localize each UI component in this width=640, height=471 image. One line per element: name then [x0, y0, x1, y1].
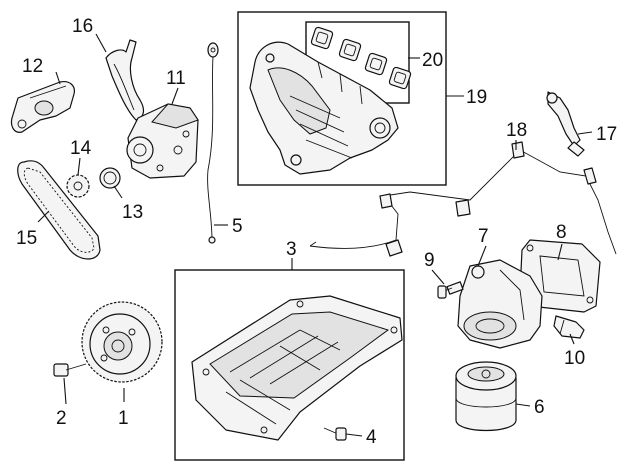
callout-13: 13 [122, 202, 143, 223]
callout-14: 14 [70, 138, 92, 159]
callout-8: 8 [556, 222, 567, 243]
callout-15: 15 [16, 228, 37, 249]
crankshaft-seal [99, 167, 121, 189]
callout-16: 16 [72, 16, 93, 37]
oil-level-sensor [546, 91, 585, 157]
adapter-bolt [437, 281, 464, 299]
callout-5: 5 [232, 216, 243, 237]
timing-chain-tensioner [10, 81, 75, 133]
callout-11: 11 [166, 68, 186, 89]
callout-3: 3 [286, 239, 297, 260]
callout-6: 6 [534, 397, 545, 418]
leader-lines [37, 33, 593, 437]
intake-manifold [249, 41, 399, 175]
callout-9: 9 [424, 250, 435, 271]
timing-chain [17, 160, 101, 260]
oil-pressure-switch [553, 315, 585, 339]
oil-pan [191, 295, 403, 441]
manifold-gasket-set [310, 26, 412, 90]
oil-pan-bolt [323, 427, 347, 441]
oil-filter [455, 361, 517, 432]
callout-12: 12 [22, 56, 43, 77]
oil-pump [126, 103, 199, 179]
timing-chain-guide [105, 39, 145, 121]
intake-manifold-box [237, 11, 447, 186]
oil-dipstick [207, 42, 219, 244]
callout-10: 10 [564, 348, 585, 369]
oil-pan-box [174, 269, 405, 461]
flywheel-bolt [53, 363, 87, 377]
crankshaft-sprocket [66, 174, 90, 198]
oil-filter-adapter [457, 259, 543, 349]
callout-1: 1 [118, 408, 129, 429]
callout-18: 18 [506, 120, 527, 141]
callout-7: 7 [478, 226, 489, 247]
flywheel [81, 301, 163, 383]
callout-2: 2 [56, 408, 67, 429]
callout-20: 20 [422, 50, 443, 71]
callout-17: 17 [596, 124, 617, 145]
callout-4: 4 [366, 427, 377, 448]
dipstick-tube [309, 141, 617, 257]
callouts: 1 2 3 4 5 6 7 8 9 10 11 12 13 14 15 16 1… [16, 16, 617, 448]
callout-19: 19 [466, 87, 487, 108]
